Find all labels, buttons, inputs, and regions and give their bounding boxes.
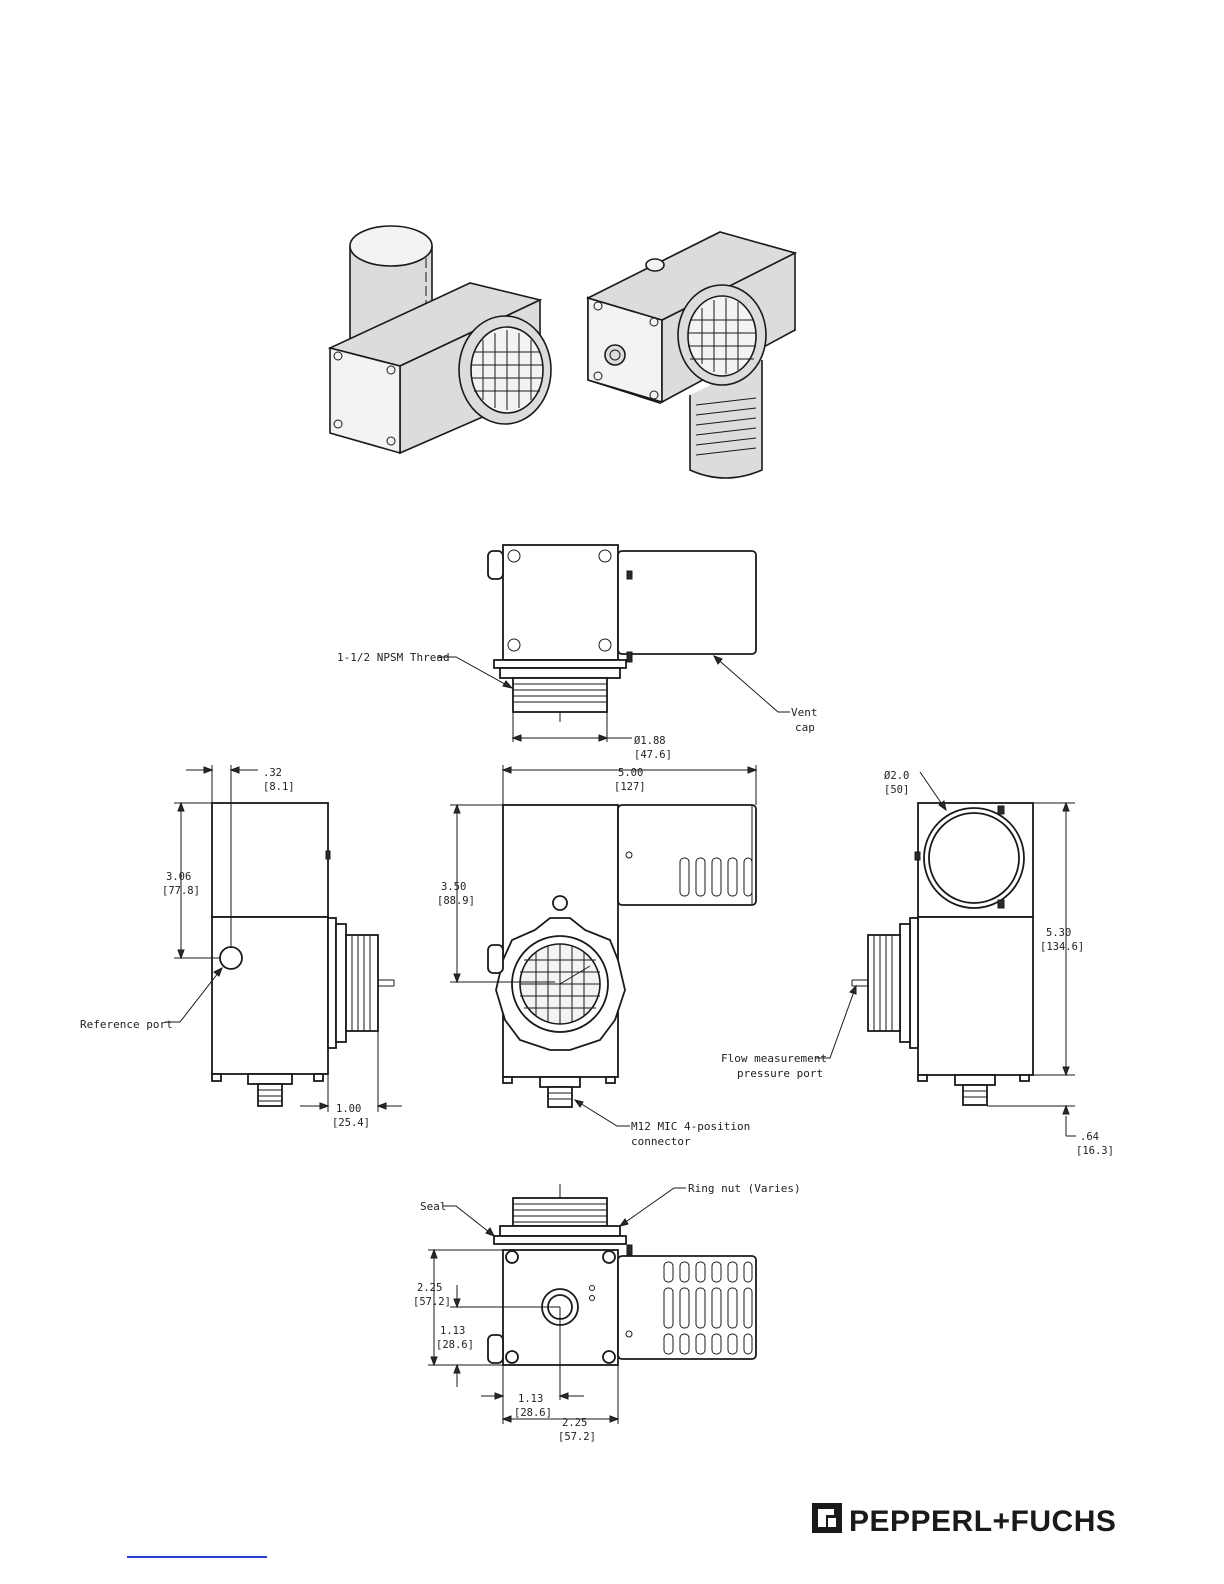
dim-center-height-mm: [88.9] — [437, 895, 475, 907]
callout-connector-line1: M12 MIC 4-position — [631, 1120, 750, 1133]
dim-port-length: 1.00 — [336, 1103, 361, 1115]
footer-link-underline[interactable] — [127, 1556, 267, 1558]
dim-face-height: 2.25 — [417, 1282, 442, 1294]
left-side-view: .32 [8.1] 3.06 [77.8] Reference port 1.0… — [80, 765, 402, 1129]
callout-reference-port: Reference port — [80, 1018, 173, 1031]
callout-seal: Seal — [420, 1200, 447, 1213]
dim-conn-horiz-mm: [28.6] — [514, 1407, 552, 1419]
dim-conn-vert: 1.13 — [440, 1325, 465, 1337]
dim-face-width-mm: [57.2] — [558, 1431, 596, 1443]
dim-vent-dia-mm: [50] — [884, 784, 909, 796]
dim-conn-horiz: 1.13 — [518, 1393, 543, 1405]
front-view: 5.00 [127] 3.50 [88.9] M12 MIC 4-positio… — [437, 765, 756, 1148]
dim-overall-height-mm: [134.6] — [1040, 941, 1084, 953]
dim-conn-vert-mm: [28.6] — [436, 1339, 474, 1351]
isometric-view-right — [588, 232, 795, 478]
dim-face-width: 2.25 — [562, 1417, 587, 1429]
callout-vent-cap-line1: Vent — [791, 706, 818, 719]
callout-ring-nut: Ring nut (Varies) — [688, 1182, 801, 1195]
dim-thread-dia-mm: [47.6] — [634, 749, 672, 761]
callout-vent-cap-line2: cap — [795, 721, 815, 734]
callout-flow-port-line2: pressure port — [737, 1067, 823, 1080]
dim-face-height-mm: [57.2] — [413, 1296, 451, 1308]
isometric-view-left — [330, 226, 551, 453]
dim-port-length-mm: [25.4] — [332, 1117, 370, 1129]
dim-thread-dia: Ø1.88 — [634, 735, 666, 747]
dim-ref-offset: .32 — [263, 767, 282, 779]
dim-overall-width: 5.00 — [618, 767, 643, 779]
callout-flow-port-line1: Flow measurement — [721, 1052, 827, 1065]
callout-thread: 1-1/2 NPSM Thread — [337, 651, 450, 664]
brand-name: PEPPERL+FUCHS — [849, 1505, 1116, 1538]
dim-overall-width-mm: [127] — [614, 781, 646, 793]
dim-ref-height: 3.06 — [166, 871, 191, 883]
dim-connector-length: .64 — [1080, 1131, 1099, 1143]
right-side-view: Ø2.0 [50] 5.30 [134.6] .64 [16.3] Flow m… — [721, 770, 1114, 1157]
logo-mark-icon — [812, 1503, 842, 1533]
dim-center-height: 3.50 — [441, 881, 466, 893]
dim-connector-length-mm: [16.3] — [1076, 1145, 1114, 1157]
brand-logo: PEPPERL+FUCHS — [812, 1503, 1116, 1538]
callout-connector-line2: connector — [631, 1135, 691, 1148]
dim-ref-height-mm: [77.8] — [162, 885, 200, 897]
top-view: Ø1.88 [47.6] 1-1/2 NPSM Thread Vent cap — [337, 545, 818, 761]
dim-vent-dia: Ø2.0 — [884, 770, 909, 782]
dim-ref-offset-mm: [8.1] — [263, 781, 295, 793]
dim-overall-height: 5.30 — [1046, 927, 1071, 939]
bottom-view: Seal Ring nut (Varies) 2.25 [57.2] 1.13 … — [413, 1182, 801, 1443]
